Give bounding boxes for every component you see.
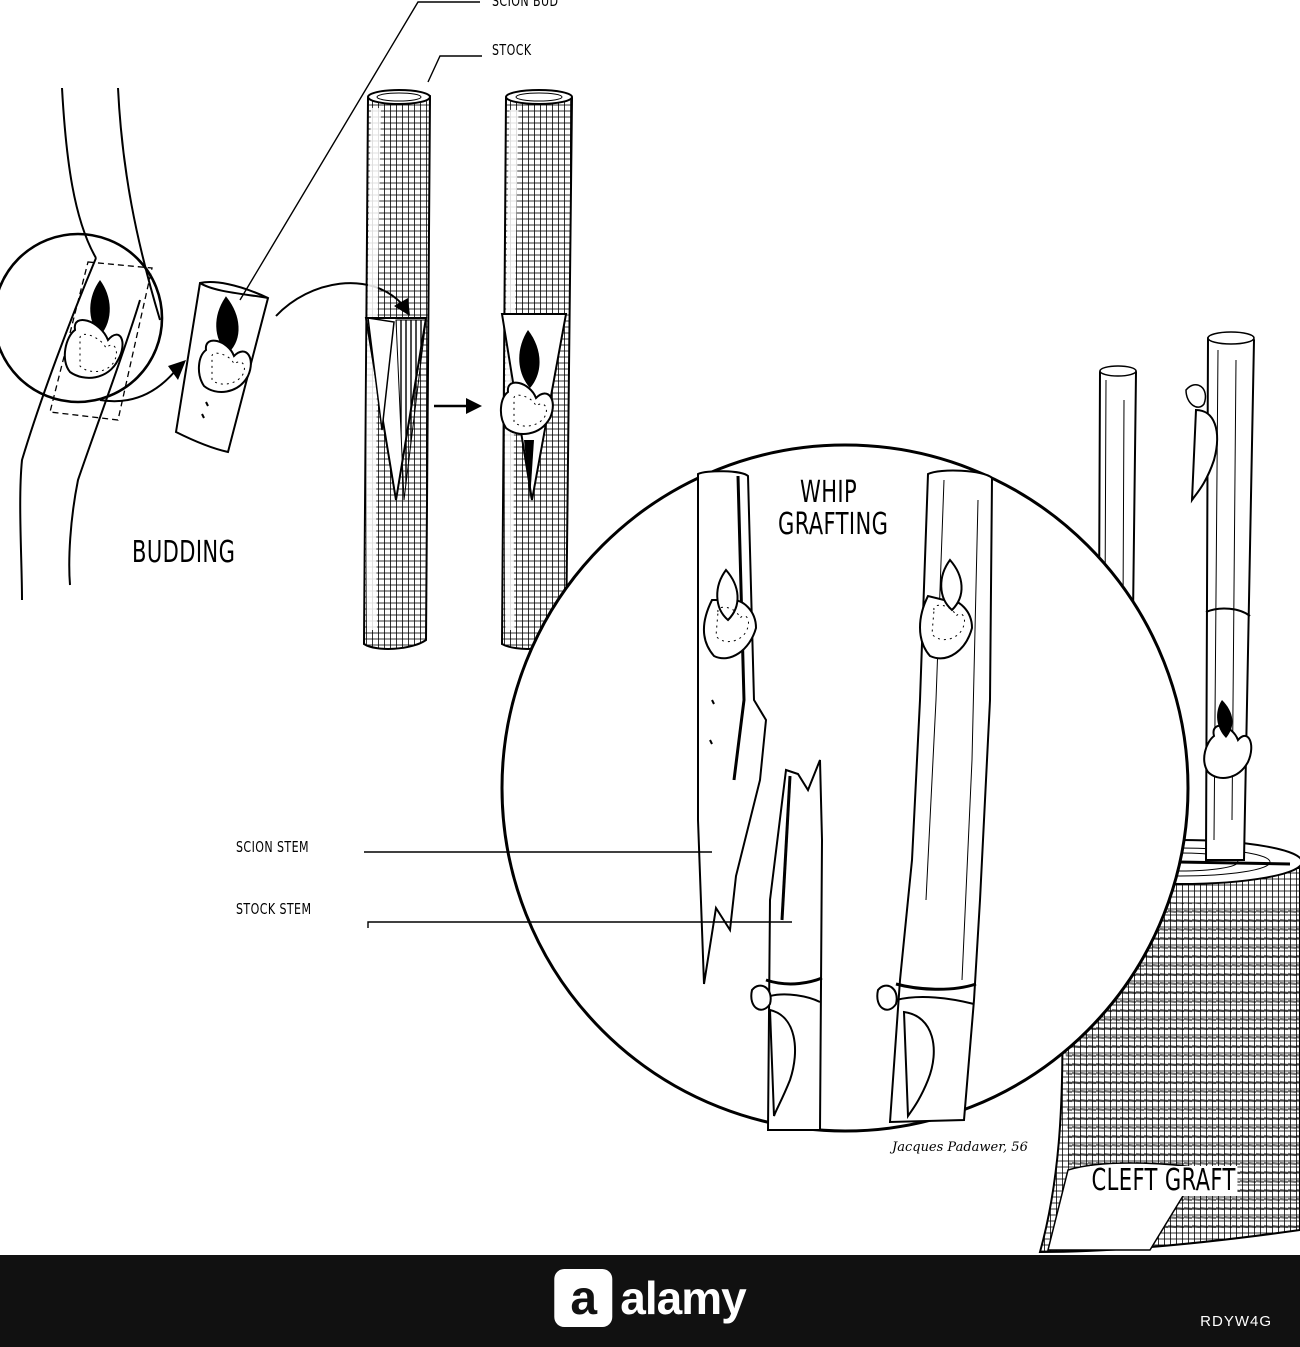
label-grafting: GRAFTING: [778, 507, 889, 542]
leader-lines: [239, 1, 792, 928]
source-branch: [19, 87, 161, 601]
label-scion-bud: SCION BUD: [492, 0, 559, 10]
label-budding: BUDDING: [132, 535, 236, 570]
label-stock-stem: STOCK STEM: [236, 900, 312, 918]
label-stock: STOCK: [492, 41, 532, 59]
whip-joined: [876, 469, 994, 1124]
arrow-to-shield: [99, 369, 177, 403]
brand-logo[interactable]: a alamy: [554, 1269, 747, 1327]
line-drawing: [0, 1, 1300, 1254]
whip-scion: [697, 470, 768, 985]
cut-outline: [49, 261, 153, 421]
label-scion-stem: SCION STEM: [236, 838, 309, 856]
brand-text: alamy: [620, 1272, 746, 1324]
label-cleft-graft: CLEFT GRAFT: [1090, 1163, 1238, 1198]
stock-1: [362, 89, 432, 650]
image-id: RDYW4G: [1200, 1313, 1272, 1330]
label-whip: WHIP: [800, 475, 858, 510]
artist-signature: Jacques Padawer, 56: [892, 1140, 1028, 1155]
brand-mark-icon: a: [554, 1269, 613, 1327]
stock-2: [500, 89, 574, 650]
bud-shield: [174, 281, 270, 454]
branch-bud: [63, 280, 124, 379]
whip-circle: [500, 443, 1190, 1133]
whip-stock: [750, 759, 824, 1131]
cleft-scion-right: [1185, 331, 1256, 861]
stock-photo-footer: a alamy RDYW4G: [0, 1255, 1300, 1347]
magnifier-circle: [0, 232, 164, 404]
grafting-illustration: SCION BUD STOCK BUDDING WHIP GRAFTING SC…: [0, 0, 1300, 1255]
